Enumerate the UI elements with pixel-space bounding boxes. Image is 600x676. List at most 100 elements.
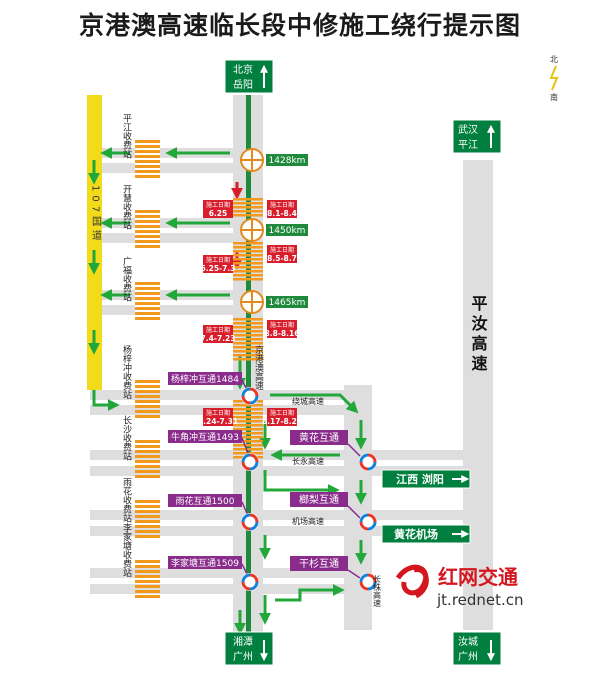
work-period-dates: 7.24-7.31 bbox=[198, 417, 238, 426]
work-period-label: 施工日期 bbox=[270, 409, 294, 417]
km-marker-1428: 1428km bbox=[269, 156, 306, 166]
changyong-detour-arrow bbox=[263, 470, 340, 496]
jichang-label: 机场高速 bbox=[292, 516, 324, 526]
toll-station-label: 杨梓冲收费站 bbox=[121, 344, 132, 400]
g107-label: 107国道 bbox=[90, 185, 102, 244]
pingru-bottom-line1: 汝城 bbox=[458, 635, 478, 648]
pingru-bottom-line2: 广州 bbox=[458, 651, 478, 663]
toll-station-icon bbox=[135, 440, 160, 478]
guangfu-link-road bbox=[90, 305, 135, 315]
pingjiang-link-road bbox=[90, 163, 135, 173]
toll-station-icon bbox=[135, 282, 160, 320]
toll-station-label: 平江收费站 bbox=[121, 113, 132, 159]
ic-yuhua-label: 雨花互通1500 bbox=[176, 495, 235, 507]
ic-badge bbox=[168, 556, 242, 569]
work-period-label: 施工日期 bbox=[206, 201, 230, 209]
pingjiang-ramp-road bbox=[160, 163, 235, 173]
construction-zone bbox=[233, 318, 263, 361]
interchange-swirl-icon bbox=[359, 513, 377, 531]
bottom-sign-line1: 湘潭 bbox=[233, 635, 253, 648]
pingru-top-line1: 武汉 bbox=[458, 123, 478, 136]
toll-station-icon bbox=[135, 500, 160, 538]
guangfu-ramp-road bbox=[160, 305, 235, 315]
watermark-name: 红网交通 bbox=[438, 565, 518, 589]
raocheng-label: 绕城高速 bbox=[292, 396, 324, 406]
work-period-dates: 7.4-7.23 bbox=[201, 334, 236, 343]
top-sign-line2: 岳阳 bbox=[233, 79, 253, 91]
pingru-label: 平汝高速 bbox=[469, 295, 488, 375]
g107-detour-arrow bbox=[92, 390, 120, 411]
work-period-dates: 8.8-8.16 bbox=[265, 329, 300, 338]
toll-station-icon bbox=[135, 210, 160, 248]
ic-badge bbox=[168, 430, 242, 443]
ic-yangzichong-label: 杨梓冲互通1484 bbox=[171, 373, 239, 385]
work-period-dates: 6.25 bbox=[209, 209, 228, 218]
huanghua-airport-sign bbox=[381, 524, 471, 544]
interchange-1465-icon bbox=[240, 290, 264, 314]
lijiatang-detour-arrow bbox=[275, 584, 345, 602]
pingru-highway-road bbox=[463, 160, 493, 630]
changyong-label: 长永高速 bbox=[292, 456, 324, 466]
ic-badge bbox=[290, 492, 348, 507]
interchange-swirl-icon bbox=[241, 453, 259, 471]
bottom-city-sign: 湘潭 广州 bbox=[224, 631, 274, 666]
work-period-label: 施工日期 bbox=[206, 326, 230, 334]
compass-south: 南 bbox=[550, 92, 558, 102]
ic-badge bbox=[290, 556, 348, 571]
work-period-label: 施工日期 bbox=[206, 256, 230, 264]
interchange-1450-icon bbox=[240, 218, 264, 242]
work-period-label: 施工日期 bbox=[206, 409, 230, 417]
compass-icon: 北 南 bbox=[549, 55, 559, 102]
lijiatang-road bbox=[90, 568, 360, 578]
toll-station-label: 开慧收费站 bbox=[121, 184, 132, 230]
work-period-label: 施工日期 bbox=[270, 246, 294, 254]
construction-zone bbox=[233, 242, 263, 281]
g107-road bbox=[87, 95, 102, 390]
interchange-1428-icon bbox=[240, 148, 264, 172]
construction-zone bbox=[233, 198, 263, 217]
construction-zone bbox=[233, 400, 263, 459]
kaihui-link-road bbox=[90, 233, 135, 243]
work-period-dates: 6.25-7.3 bbox=[201, 264, 236, 273]
work-period-label: 施工日期 bbox=[270, 321, 294, 329]
compass-north: 北 bbox=[550, 55, 558, 64]
ic-niujiaochong-label: 牛角冲互通1493 bbox=[171, 431, 239, 443]
ic-badge bbox=[290, 430, 348, 445]
jichang-road bbox=[90, 526, 465, 536]
toll-station-label: 雨花收费站 bbox=[121, 477, 132, 523]
km-marker-1465: 1465km bbox=[269, 298, 306, 308]
ic-huanghua-label: 黄花互通 bbox=[299, 431, 339, 444]
pingru-top-sign: 武汉 平江 bbox=[452, 119, 502, 154]
changyong-road bbox=[90, 466, 465, 476]
bottom-sign-line2: 广州 bbox=[233, 651, 253, 663]
raocheng-detour-arrow bbox=[270, 393, 359, 414]
pingru-bottom-sign: 汝城 广州 bbox=[452, 631, 502, 666]
lijiatang-road bbox=[90, 584, 360, 594]
toll-station-icon bbox=[135, 560, 160, 598]
toll-station-label: 广福收费站 bbox=[121, 255, 132, 302]
km-badge bbox=[266, 154, 308, 166]
km-badge bbox=[266, 224, 308, 236]
changzhu-label: 长株高速 bbox=[373, 574, 382, 608]
huanghua-airport-text: 黄花机场 bbox=[394, 527, 438, 541]
raocheng-road bbox=[90, 390, 355, 400]
top-city-sign: 北京 岳阳 bbox=[224, 59, 274, 94]
map-title: 京港澳高速临长段中修施工绕行提示图 bbox=[78, 11, 521, 40]
interchange-swirl-icon bbox=[241, 387, 259, 405]
km-badge bbox=[266, 296, 308, 308]
kaihui-ramp-road bbox=[160, 233, 235, 243]
toll-station-icon bbox=[135, 140, 160, 178]
jiangxi-liuyang-text: 江西 浏阳 bbox=[396, 472, 444, 486]
ic-lijiatang-label: 李家塘互通1509 bbox=[171, 557, 239, 569]
ic-badge bbox=[168, 494, 242, 507]
ic-langli-label: 榔梨互通 bbox=[299, 493, 339, 506]
highway-label: 京港澳高速 bbox=[253, 344, 264, 391]
jiangxi-liuyang-sign bbox=[381, 469, 471, 489]
